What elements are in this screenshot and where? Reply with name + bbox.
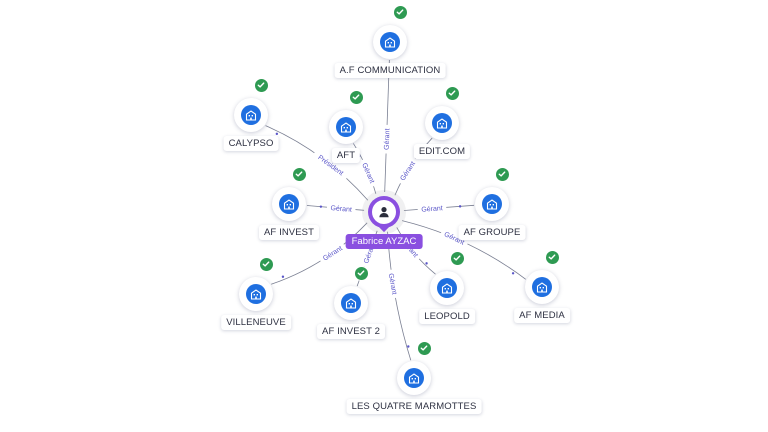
company-label[interactable]: AFT — [331, 148, 361, 163]
company-circle[interactable] — [425, 86, 460, 140]
check-badge-icon — [259, 257, 274, 272]
company-label[interactable]: VILLENEUVE — [221, 315, 291, 330]
edge-label-af-communication: Gérant — [384, 128, 392, 150]
building-icon — [245, 110, 257, 121]
company-circle[interactable] — [475, 167, 510, 221]
edge-marker — [319, 205, 323, 208]
edge-label-bg — [317, 241, 347, 265]
edge-marker — [275, 132, 279, 136]
check-badge-icon — [417, 341, 432, 356]
building-icon — [441, 283, 453, 294]
company-circle[interactable] — [397, 341, 432, 395]
company-label[interactable]: AF MEDIA — [514, 308, 570, 323]
building-icon — [340, 122, 352, 133]
building-icon — [436, 118, 448, 129]
building-icon — [384, 37, 396, 48]
company-circle[interactable] — [334, 266, 369, 320]
center-node-label[interactable]: Fabrice AYZAC — [345, 234, 423, 249]
building-icon — [283, 199, 295, 210]
company-circle[interactable] — [329, 90, 364, 144]
center-pin[interactable] — [368, 196, 400, 233]
edge-label-bg — [326, 202, 356, 214]
edge-marker — [511, 272, 515, 275]
edge-marker — [425, 262, 428, 265]
edge-label-bg — [439, 227, 470, 248]
check-badge-icon — [292, 167, 307, 182]
check-badge-icon — [495, 167, 510, 182]
company-label[interactable]: EDIT.COM — [413, 144, 471, 159]
edge-label-af-invest: Gérant — [330, 205, 352, 214]
building-icon — [536, 282, 548, 293]
edge-label-bg — [395, 156, 419, 185]
check-badge-icon — [445, 86, 460, 101]
edge-label-bg — [359, 157, 379, 188]
company-label[interactable]: CALYPSO — [223, 136, 279, 151]
edge-marker — [458, 205, 462, 208]
person-icon — [379, 207, 389, 218]
check-badge-icon — [545, 250, 560, 265]
company-circle[interactable] — [430, 251, 465, 305]
building-icon — [345, 298, 357, 309]
company-circle[interactable] — [239, 257, 274, 311]
edge-label-bg — [386, 268, 401, 299]
check-badge-icon — [450, 251, 465, 266]
company-label[interactable]: A.F COMMUNICATION — [334, 63, 446, 78]
company-label[interactable]: AF INVEST 2 — [317, 324, 385, 339]
edge-label-bg — [417, 202, 447, 214]
check-badge-icon — [349, 90, 364, 105]
company-circle[interactable] — [234, 78, 269, 132]
edge-marker — [407, 345, 410, 348]
check-badge-icon — [254, 78, 269, 93]
company-label[interactable]: AF INVEST — [259, 225, 319, 240]
company-circle[interactable] — [272, 167, 307, 221]
company-label[interactable]: LES QUATRE MARMOTTES — [346, 399, 482, 414]
company-label[interactable]: AF GROUPE — [458, 225, 526, 240]
edge-label-bg — [381, 124, 392, 154]
company-label[interactable]: LEOPOLD — [419, 309, 475, 324]
edge-marker — [281, 275, 285, 278]
building-icon — [250, 289, 262, 300]
building-icon — [486, 199, 498, 210]
check-badge-icon — [393, 5, 408, 20]
building-icon — [408, 373, 420, 384]
edge-label-af-groupe: Gérant — [421, 205, 443, 214]
company-circle[interactable] — [373, 5, 408, 59]
company-circle[interactable] — [525, 250, 560, 304]
edge-label-bg — [312, 148, 351, 181]
check-badge-icon — [354, 266, 369, 281]
edge-label-les-quatre-marmottes: Gérant — [387, 273, 398, 295]
